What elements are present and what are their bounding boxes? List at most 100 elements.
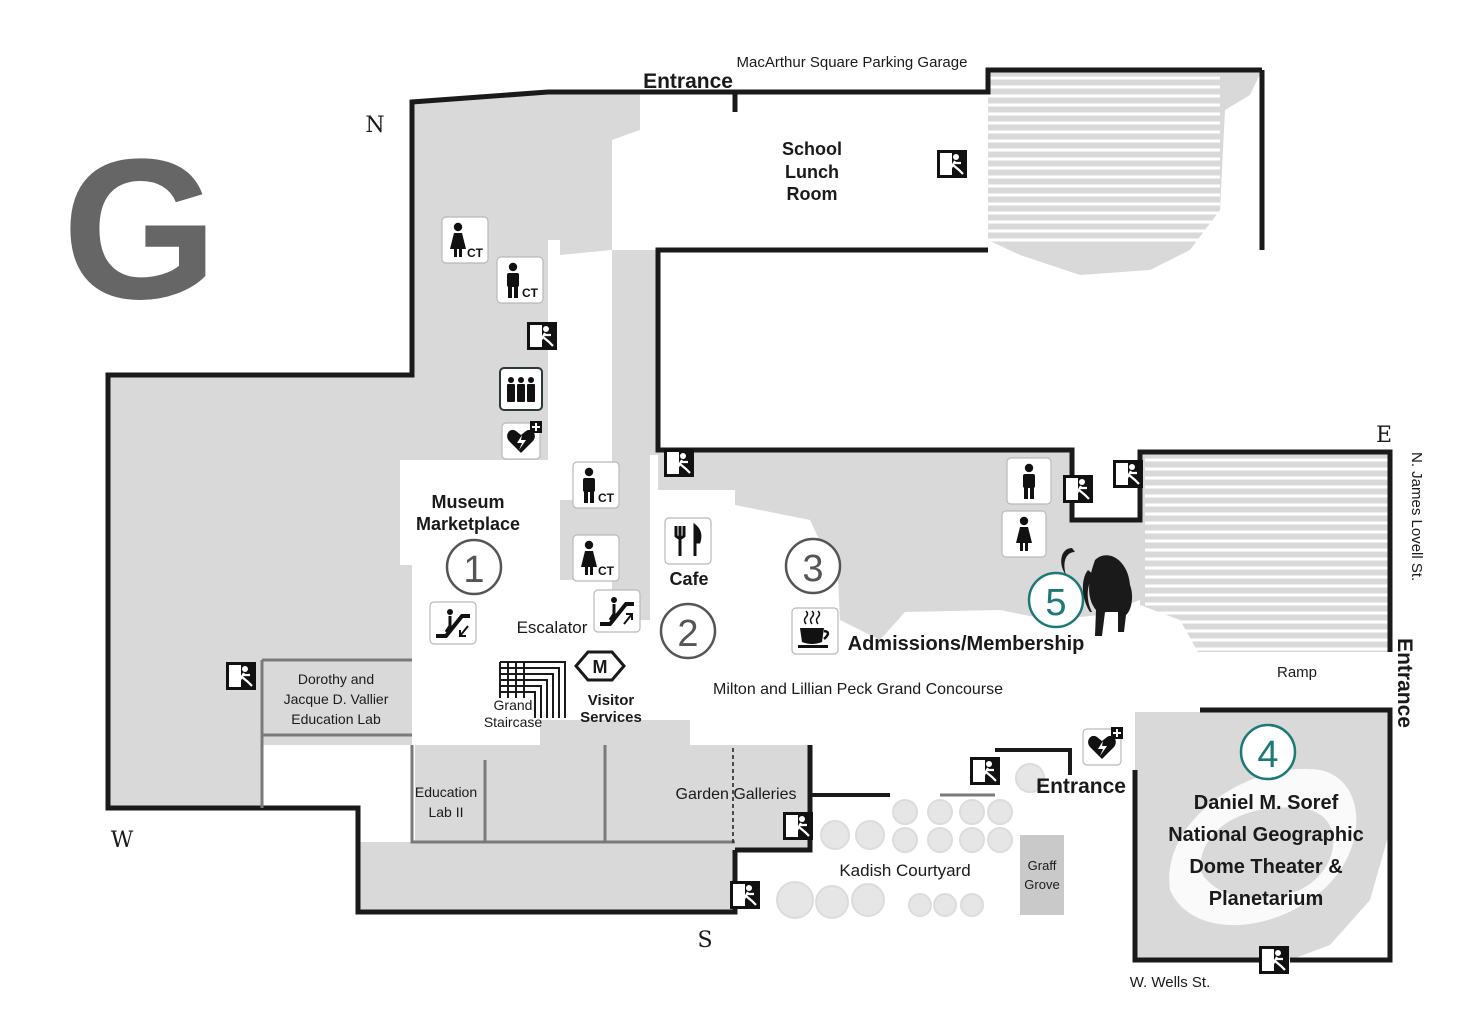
dome-west-wall [1132,770,1260,963]
admissions-label: Admissions/Membership [848,633,1085,655]
school-lunch-room: School Lunch Room [782,139,842,204]
svg-text:Graff: Graff [1028,858,1057,873]
svg-text:National Geographic: National Geographic [1168,824,1364,846]
compass-south: S [697,928,712,953]
emergency-exit-icon [970,757,1000,785]
south-entrance-wall [995,748,1072,775]
svg-text:CT: CT [598,564,615,578]
emergency-exit-icon [1113,460,1143,488]
vallier-lab-floor [262,660,412,745]
svg-text:Museum: Museum [431,492,504,512]
south-entrance-label[interactable]: Entrance [1036,775,1126,798]
svg-text:School: School [782,139,842,159]
emergency-exit-icon [527,322,557,350]
svg-text:Services: Services [580,709,642,726]
kadish-courtyard-label: Kadish Courtyard [839,861,970,880]
grand-staircase: Grand Staircase [484,697,543,730]
emergency-exit-icon [937,150,967,178]
emergency-exit-icon [664,449,694,477]
walls [105,67,1393,963]
svg-text:Marketplace: Marketplace [416,514,520,534]
mens-restroom-icon [1006,457,1052,505]
svg-text:Room: Room [787,184,838,204]
marker-3[interactable]: 3 [784,537,842,595]
graff-grove: Graff Grove [1024,858,1059,892]
marker-4[interactable]: 4 [1239,723,1297,781]
mens-restroom-ct-icon: CT [572,461,620,509]
marker-2[interactable]: 2 [659,602,717,660]
svg-text:4: 4 [1257,734,1278,776]
emergency-exit-icon [226,662,256,690]
education-lab-two: Education Lab II [415,784,477,820]
west-outer-wall [105,89,738,915]
graff-grove-floor [1020,835,1064,915]
elevator-icon [499,367,543,411]
escalator-up-icon [593,589,641,633]
svg-text:M: M [593,657,608,677]
garden-gallery-floor [605,745,810,845]
cafe-label: Cafe [669,569,708,589]
north-wing-wall [735,67,1262,95]
east-entrance-label[interactable]: Entrance [1393,638,1416,728]
svg-text:CT: CT [522,286,539,300]
north-wall [640,89,738,112]
svg-text:Lab II: Lab II [428,804,463,820]
womens-restroom-ct-icon: CT [572,534,620,582]
ramp-label: Ramp [1277,664,1317,681]
svg-text:2: 2 [677,613,698,655]
svg-text:Education Lab: Education Lab [291,711,381,727]
east-street-label: N. James Lovell St. [1408,452,1425,581]
east-ramp-floor [1140,452,1390,652]
emergency-exit-icon [783,812,813,840]
staircase-icon [499,661,566,718]
museum-marketplace: Museum Marketplace [416,492,520,534]
marker-5[interactable]: 5 [1027,571,1085,629]
dome-theater: Daniel M. Soref National Geographic Dome… [1168,792,1364,910]
svg-text:Grand: Grand [494,697,533,713]
svg-text:Dorothy and: Dorothy and [298,671,374,687]
svg-text:Staircase: Staircase [484,714,543,730]
dome-wall [1200,707,1393,963]
concourse-label: Milton and Lillian Peck Grand Concourse [713,681,1003,698]
svg-text:3: 3 [802,548,823,590]
svg-text:Lunch: Lunch [785,162,839,182]
north-parking-floor [988,70,1262,275]
central-floor [560,250,658,620]
cafe-icon [664,517,712,565]
emergency-exit-icon [1259,946,1289,974]
marker-1[interactable]: 1 [445,538,503,596]
svg-text:1: 1 [463,549,484,591]
svg-text:Grove: Grove [1024,877,1059,892]
north-entrance-label[interactable]: Entrance [643,70,733,93]
svg-text:CT: CT [467,246,484,260]
escalator-label: Escalator [517,618,588,637]
vallier-education-lab: Dorothy and Jacque D. Vallier Education … [284,671,389,727]
central-wall [655,247,1393,652]
emergency-exit-icon [730,881,760,909]
svg-text:Daniel M. Soref: Daniel M. Soref [1194,792,1339,814]
visitor-services: Visitor Services [580,692,642,726]
svg-text:Jacque D. Vallier: Jacque D. Vallier [284,691,389,707]
level-letter: G [62,118,218,341]
mammoth-statue-icon [1061,548,1133,636]
svg-text:Education: Education [415,784,477,800]
interior-walls [260,658,995,844]
compass-north: N [365,113,384,138]
svg-text:Planetarium: Planetarium [1209,888,1323,910]
escalator-down-icon [429,601,477,645]
mens-restroom-ct-icon: CT [496,256,544,304]
garden-galleries-label: Garden Galleries [676,786,797,803]
svg-text:Dome Theater &: Dome Theater & [1189,856,1342,878]
map-icons: CT CT CT CT [226,150,1289,974]
metro-visitor-services-icon: M [574,650,626,682]
compass-west: W [111,828,134,853]
svg-text:Visitor: Visitor [588,692,635,709]
aed-icon [1082,727,1123,766]
svg-text:5: 5 [1045,582,1066,624]
svg-text:CT: CT [598,491,615,505]
north-parking-hatch [955,76,1220,242]
south-street-label: W. Wells St. [1130,974,1211,991]
womens-restroom-icon [1001,510,1047,558]
